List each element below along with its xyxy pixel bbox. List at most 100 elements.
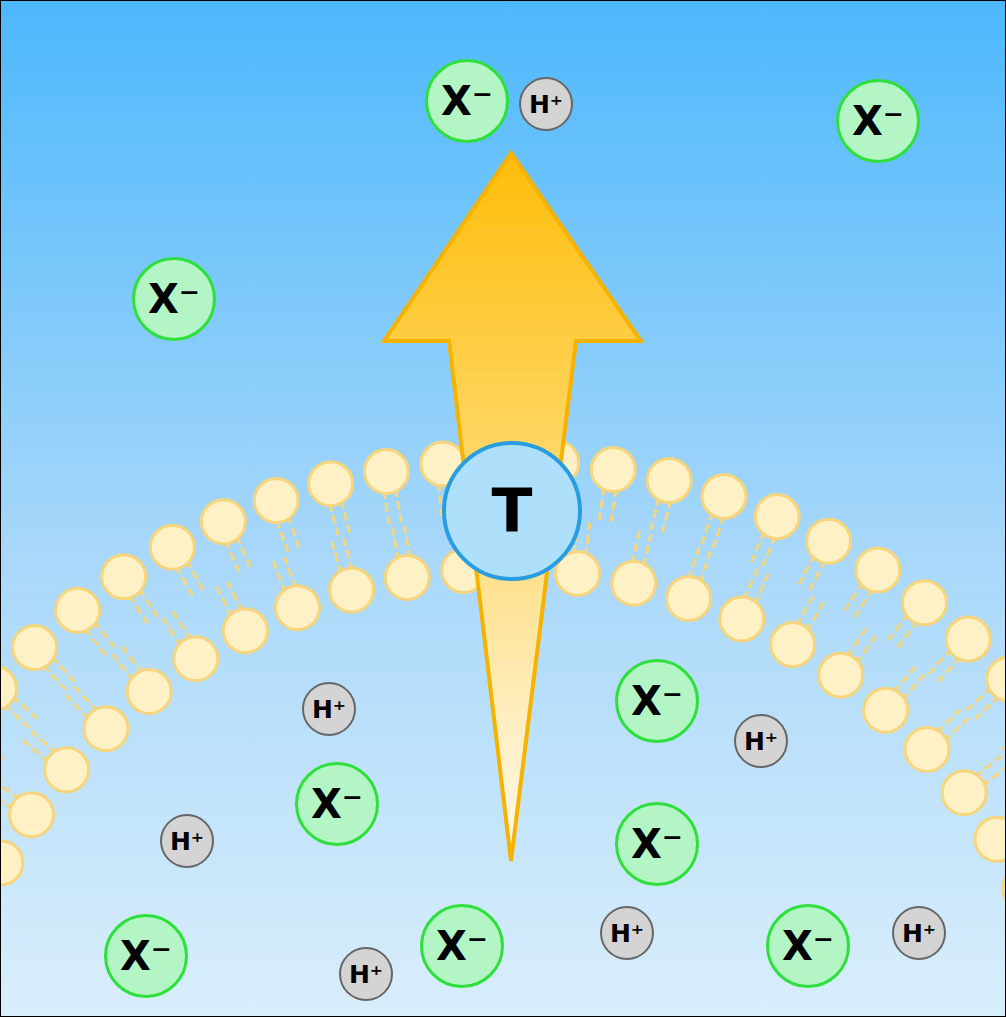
anion-circle: X⁻ <box>766 904 850 988</box>
lipid-tail <box>1002 729 1005 750</box>
circle-shape <box>340 948 392 1000</box>
circle-shape <box>161 815 213 867</box>
circle-shape <box>520 78 572 130</box>
lipid-tail <box>173 612 191 641</box>
anion-circle: X⁻ <box>615 659 699 743</box>
lipid-head <box>942 771 986 815</box>
lipid-head <box>1 841 23 885</box>
lipid-tail <box>807 602 824 632</box>
lipid-tail <box>139 588 158 616</box>
lipid-tail <box>31 731 57 753</box>
lipid-tail <box>611 488 616 522</box>
lipid-tail <box>856 636 876 664</box>
lipid-tail <box>902 675 924 701</box>
lipid-head <box>902 581 946 625</box>
lipid-tail <box>702 512 713 544</box>
lipid-head <box>702 474 746 518</box>
lipid-head <box>174 637 218 681</box>
lipid-head <box>385 555 429 599</box>
lipid-head <box>667 576 711 620</box>
lipid-tail <box>94 621 115 648</box>
ion-label: X⁻ <box>120 936 172 976</box>
lipid-tail <box>644 534 651 567</box>
lipid-tail <box>284 557 296 589</box>
ion-label: H⁺ <box>349 962 383 987</box>
circle-shape <box>106 916 187 997</box>
lipid-head <box>1 666 17 710</box>
lipid-tail <box>277 519 288 551</box>
ion-label: X⁻ <box>631 681 683 721</box>
lipid-head <box>309 462 353 506</box>
anion-circle: X⁻ <box>104 914 188 998</box>
lipid-tail <box>75 687 98 712</box>
lipid-tail <box>938 656 961 681</box>
lipid-tail <box>663 500 671 533</box>
lipid-tail <box>186 560 202 590</box>
ion-label: X⁻ <box>311 784 363 824</box>
proton-circle: H⁺ <box>302 682 356 736</box>
anion-circle: X⁻ <box>615 802 699 886</box>
lipid-tail <box>395 488 401 521</box>
lipid-head <box>864 688 908 732</box>
lipid-head <box>9 793 53 837</box>
lipid-tail <box>384 490 390 523</box>
lipid-head <box>150 525 194 569</box>
lipid-tail <box>227 582 242 612</box>
circle-shape <box>303 683 355 735</box>
lipid-head <box>905 728 949 772</box>
lipid-tail <box>689 547 700 579</box>
lipid-head <box>807 519 851 563</box>
lipid-head <box>56 588 100 632</box>
ion-label: T <box>492 481 533 541</box>
circle-shape <box>768 906 849 987</box>
lipid-head <box>201 500 245 544</box>
lipid-tail <box>586 523 590 557</box>
lipid-tail <box>751 531 764 562</box>
lipid-tail <box>599 486 604 520</box>
lipid-head <box>364 449 408 493</box>
proton-circle: H⁺ <box>892 906 946 960</box>
ion-label: H⁺ <box>902 921 936 946</box>
lipid-tail <box>651 497 659 530</box>
lipid-head <box>819 653 863 697</box>
lipid-head <box>13 626 57 670</box>
lipid-tail <box>700 551 711 583</box>
lipid-tail <box>855 588 873 617</box>
lipid-head <box>755 495 799 539</box>
lipid-head <box>254 478 298 522</box>
lipid-head <box>591 447 635 491</box>
lipid-tail <box>799 554 815 584</box>
anion-circle: X⁻ <box>132 257 216 341</box>
lipid-tail <box>744 569 758 600</box>
ion-label: H⁺ <box>610 921 644 946</box>
lipid-tail <box>217 587 232 617</box>
transporter-circle: T <box>442 441 582 581</box>
lipid-tail <box>439 482 442 516</box>
ion-label: X⁻ <box>631 824 683 864</box>
lipid-tail <box>810 560 826 590</box>
lipid-tail <box>332 541 341 574</box>
lipid-tail <box>163 618 181 647</box>
lipid-tail <box>713 515 724 547</box>
lipid-tail <box>762 536 775 567</box>
lipid-head <box>856 548 900 592</box>
lipid-head <box>223 609 267 653</box>
ion-label: X⁻ <box>441 81 493 121</box>
lipid-head <box>975 817 1005 861</box>
lipid-head <box>720 597 764 641</box>
proton-circle: H⁺ <box>519 77 573 131</box>
lipid-tail <box>341 500 350 533</box>
circle-shape <box>297 764 378 845</box>
lipid-head <box>647 459 691 503</box>
lipid-head <box>102 555 146 599</box>
ion-label: H⁺ <box>529 92 563 117</box>
lipid-tail <box>1 738 3 759</box>
lipid-head <box>45 748 89 792</box>
lipid-tail <box>236 536 250 567</box>
circle-shape <box>838 81 919 162</box>
circle-shape <box>617 804 698 885</box>
lipid-head <box>84 707 128 751</box>
circle-shape <box>427 61 508 142</box>
proton-circle: H⁺ <box>600 906 654 960</box>
